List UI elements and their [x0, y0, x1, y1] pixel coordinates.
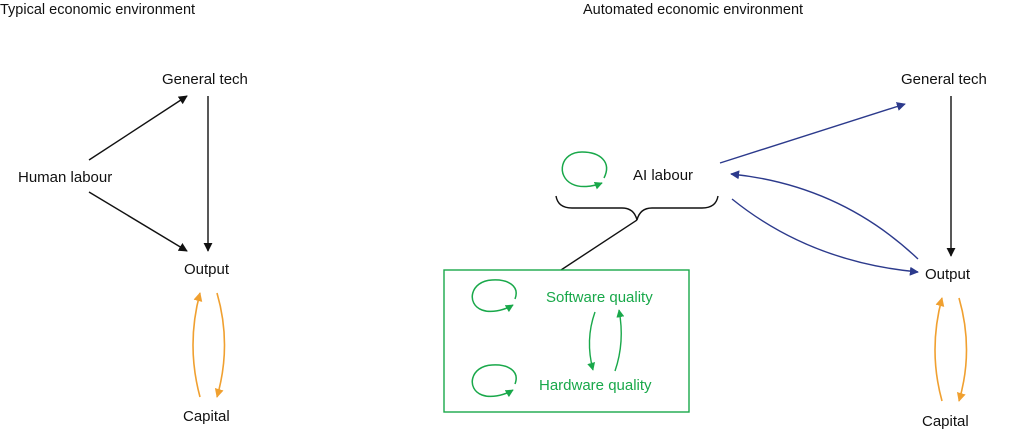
automated-capital-to-output-arrow — [934, 297, 945, 402]
ai-labour-self-loop-arrow — [561, 151, 608, 190]
hardware-to-software-arrow — [614, 309, 625, 372]
automated-panel-title: Automated economic environment — [583, 2, 803, 18]
software-quality-node: Software quality — [546, 289, 653, 306]
brace-connector-line — [560, 219, 638, 271]
software-self-loop-arrow — [471, 279, 517, 313]
automated-output-node: Output — [925, 266, 971, 283]
automated-output-to-capital-arrow — [956, 297, 968, 402]
typical-output-to-capital-arrow — [214, 292, 226, 398]
hardware-self-loop-arrow — [471, 364, 517, 398]
compute-quality-box — [443, 269, 690, 413]
typical-output-node: Output — [184, 261, 230, 278]
ai-labour-to-output-arrow — [731, 198, 919, 276]
typical-labour-to-output-arrow — [88, 191, 188, 252]
typical-capital-node: Capital — [183, 408, 230, 425]
ai-labour-brace — [555, 195, 719, 221]
automated-general-tech-node: General tech — [901, 71, 987, 88]
typical-panel-title: Typical economic environment — [0, 2, 195, 18]
automated-ai-labour-node: AI labour — [633, 167, 693, 184]
typical-labour-to-tech-arrow — [88, 95, 188, 161]
output-to-ai-labour-arrow — [730, 170, 919, 260]
typical-general-tech-node: General tech — [162, 71, 248, 88]
typical-capital-to-output-arrow — [192, 292, 203, 398]
hardware-quality-node: Hardware quality — [539, 377, 652, 394]
ai-labour-to-tech-arrow — [719, 102, 906, 164]
software-to-hardware-arrow — [587, 311, 596, 371]
typical-human-labour-node: Human labour — [18, 169, 112, 186]
automated-capital-node: Capital — [922, 413, 969, 430]
